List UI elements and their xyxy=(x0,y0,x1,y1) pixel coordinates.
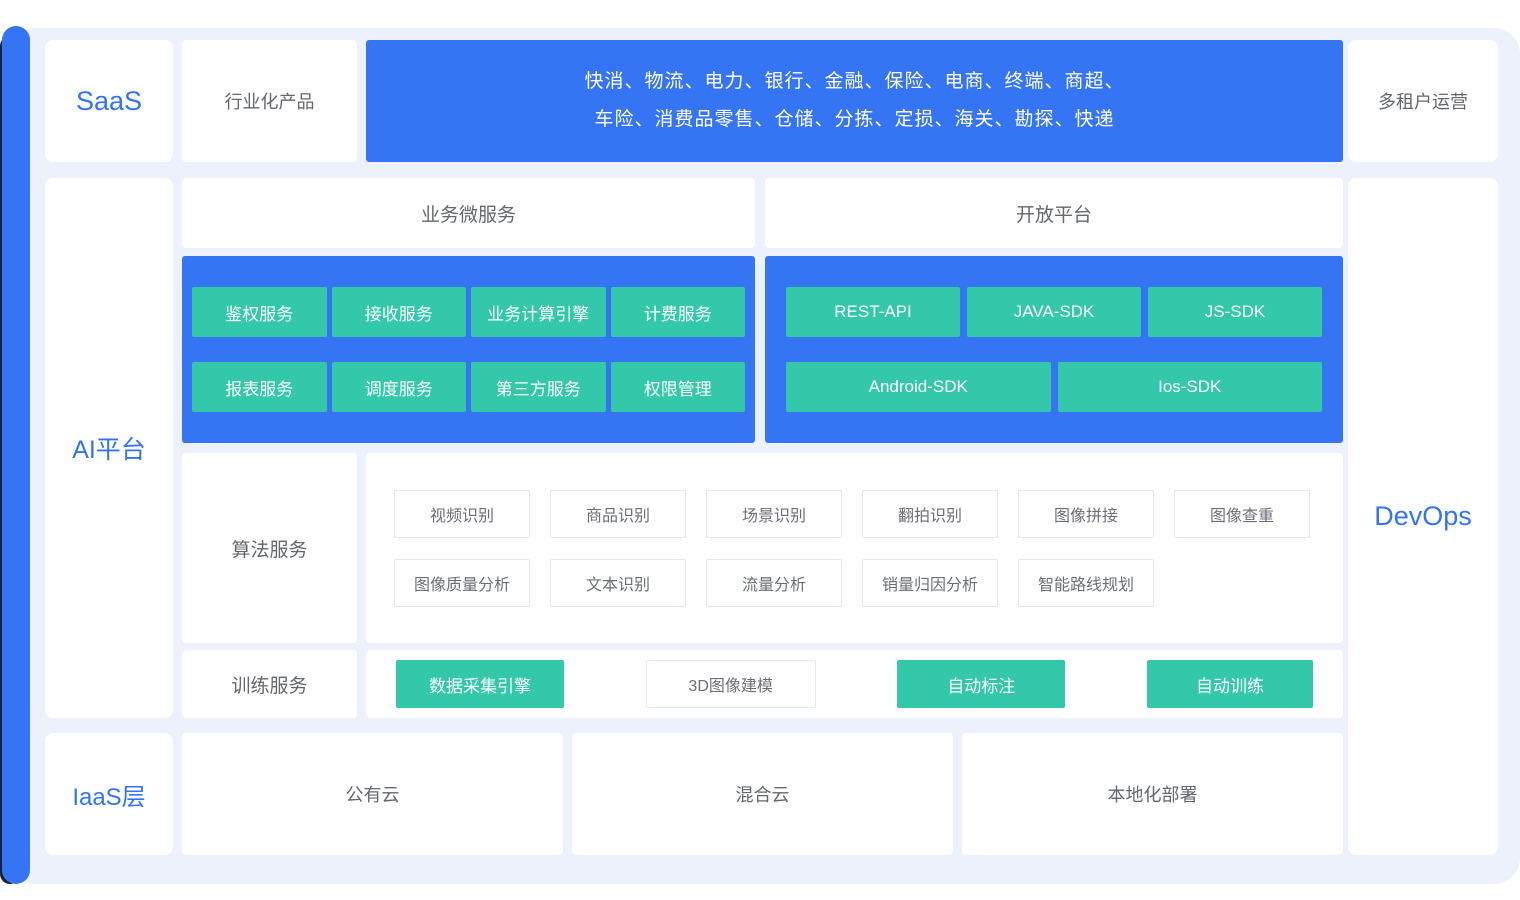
chip-permission-management: 权限管理 xyxy=(610,362,745,412)
ai-platform-label: AI平台 xyxy=(45,178,173,718)
card-public-cloud: 公有云 xyxy=(182,733,563,855)
chip-java-sdk: JAVA-SDK xyxy=(967,287,1141,337)
chip-scene-recognition: 场景识别 xyxy=(706,489,842,538)
industries-line-1: 快消、物流、电力、银行、金融、保险、电商、终端、商超、 xyxy=(584,71,1125,92)
chip-image-stitching: 图像拼接 xyxy=(1018,489,1154,538)
training-services-card: 数据采集引擎 3D图像建模 自动标注 自动训练 xyxy=(366,650,1343,718)
open-platform-row-2: Android-SDK Ios-SDK xyxy=(786,362,1322,412)
chip-report-service: 报表服务 xyxy=(192,362,327,412)
open-platform-header: 开放平台 xyxy=(765,178,1343,248)
algorithm-services-card: 视频识别 商品识别 场景识别 翻拍识别 图像拼接 图像查重 图像质量分析 文本识… xyxy=(366,453,1343,643)
chip-js-sdk: JS-SDK xyxy=(1148,287,1322,337)
microservices-container: 鉴权服务 接收服务 业务计算引擎 计费服务 报表服务 调度服务 第三方服务 权限… xyxy=(182,256,755,443)
chip-text-recognition: 文本识别 xyxy=(550,558,686,607)
chip-traffic-analysis: 流量分析 xyxy=(706,558,842,607)
devops-card: DevOps xyxy=(1348,178,1498,855)
left-accent-blue-bar xyxy=(2,26,30,884)
chip-schedule-service: 调度服务 xyxy=(331,362,466,412)
chip-product-recognition: 商品识别 xyxy=(550,489,686,538)
item-3d-image-modeling: 3D图像建模 xyxy=(645,660,816,708)
industry-products-card: 行业化产品 xyxy=(182,40,357,162)
multi-tenant-operation-card: 多租户运营 xyxy=(1348,40,1498,162)
chip-sales-attribution-analysis: 销量归因分析 xyxy=(862,558,998,607)
training-services-label: 训练服务 xyxy=(182,650,357,718)
chip-billing-service: 计费服务 xyxy=(610,287,745,337)
open-platform-row-1: REST-API JAVA-SDK JS-SDK xyxy=(786,287,1322,337)
industries-line-2: 车险、消费品零售、仓储、分拣、定损、海关、勘探、快递 xyxy=(594,109,1115,130)
chip-rest-api: REST-API xyxy=(786,287,960,337)
business-microservices-header: 业务微服务 xyxy=(182,178,755,248)
card-on-premise-deployment: 本地化部署 xyxy=(962,733,1343,855)
algorithm-row-1: 视频识别 商品识别 场景识别 翻拍识别 图像拼接 图像查重 xyxy=(394,489,1343,538)
chip-recapture-detection: 翻拍识别 xyxy=(862,489,998,538)
chip-smart-route-planning: 智能路线规划 xyxy=(1018,558,1154,607)
chip-third-party-service: 第三方服务 xyxy=(471,362,606,412)
microservices-row-1: 鉴权服务 接收服务 业务计算引擎 计费服务 xyxy=(192,287,745,337)
chip-receive-service: 接收服务 xyxy=(331,287,466,337)
saas-layer-label: SaaS xyxy=(45,40,173,162)
chip-video-recognition: 视频识别 xyxy=(394,489,530,538)
item-data-collection-engine: 数据采集引擎 xyxy=(396,660,564,708)
iaas-layer-label: IaaS层 xyxy=(45,733,173,855)
chip-image-dedup-check: 图像查重 xyxy=(1174,489,1310,538)
chip-image-quality-analysis: 图像质量分析 xyxy=(394,558,530,607)
chip-android-sdk: Android-SDK xyxy=(786,362,1051,412)
item-auto-training: 自动训练 xyxy=(1146,660,1313,708)
open-platform-container: REST-API JAVA-SDK JS-SDK Android-SDK Ios… xyxy=(765,256,1343,443)
industries-box: 快消、物流、电力、银行、金融、保险、电商、终端、商超、 车险、消费品零售、仓储、… xyxy=(366,40,1343,162)
item-auto-labeling: 自动标注 xyxy=(897,660,1066,708)
chip-business-compute-engine: 业务计算引擎 xyxy=(471,287,606,337)
microservices-row-2: 报表服务 调度服务 第三方服务 权限管理 xyxy=(192,362,745,412)
algorithm-services-label: 算法服务 xyxy=(182,453,357,643)
chip-auth-service: 鉴权服务 xyxy=(192,287,327,337)
card-hybrid-cloud: 混合云 xyxy=(572,733,953,855)
algorithm-row-2: 图像质量分析 文本识别 流量分析 销量归因分析 智能路线规划 xyxy=(394,558,1343,607)
chip-ios-sdk: Ios-SDK xyxy=(1057,362,1322,412)
